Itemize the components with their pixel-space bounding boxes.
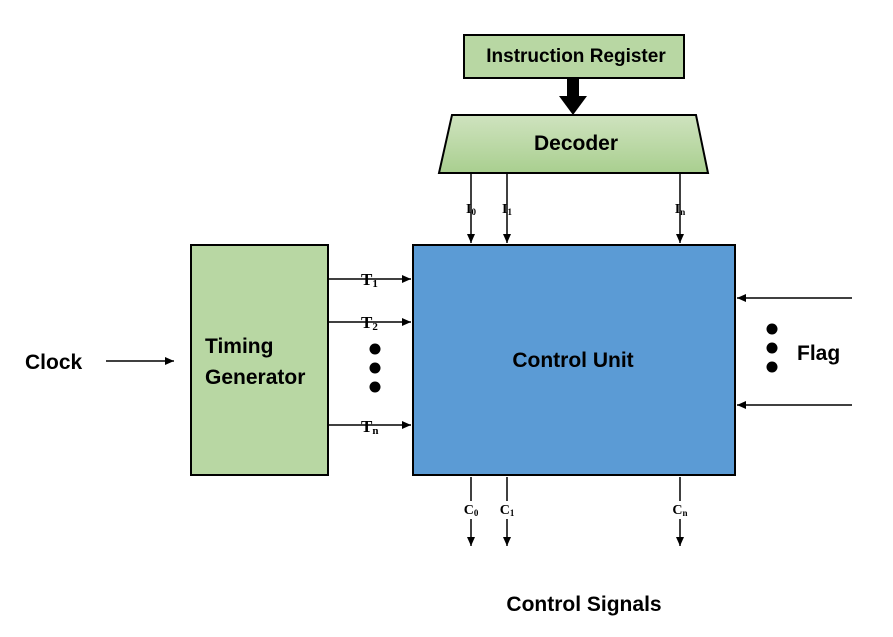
control-signals-label: Control Signals	[506, 593, 661, 616]
timing-generator-label-line2: Generator	[205, 366, 305, 389]
timing-generator-box	[190, 244, 329, 476]
timing-output-tn: Tn	[361, 417, 378, 437]
decoder-output-in: In	[675, 202, 685, 217]
timing-generator-label-line1: Timing	[205, 335, 273, 358]
instruction-register-label: Instruction Register	[486, 46, 666, 67]
control-output-c0: C0	[464, 503, 479, 518]
control-output-c1: C1	[500, 503, 515, 518]
instruction-register-box	[463, 34, 685, 79]
control-unit-box	[412, 244, 736, 476]
flag-label: Flag	[797, 342, 840, 365]
timing-ellipsis-dots	[369, 343, 381, 393]
ir-to-decoder-arrow	[559, 78, 587, 115]
clock-label: Clock	[25, 351, 83, 374]
timing-output-t1: T1	[361, 270, 378, 290]
decoder-output-i1: I1	[502, 202, 512, 217]
decoder-label: Decoder	[534, 132, 618, 155]
timing-output-t2: T2	[361, 313, 378, 333]
decoder-output-i0: I0	[466, 202, 476, 217]
control-unit-label: Control Unit	[512, 349, 633, 372]
control-output-cn: Cn	[672, 503, 687, 518]
decoder-box	[437, 114, 710, 174]
flag-ellipsis-dots	[766, 323, 778, 373]
